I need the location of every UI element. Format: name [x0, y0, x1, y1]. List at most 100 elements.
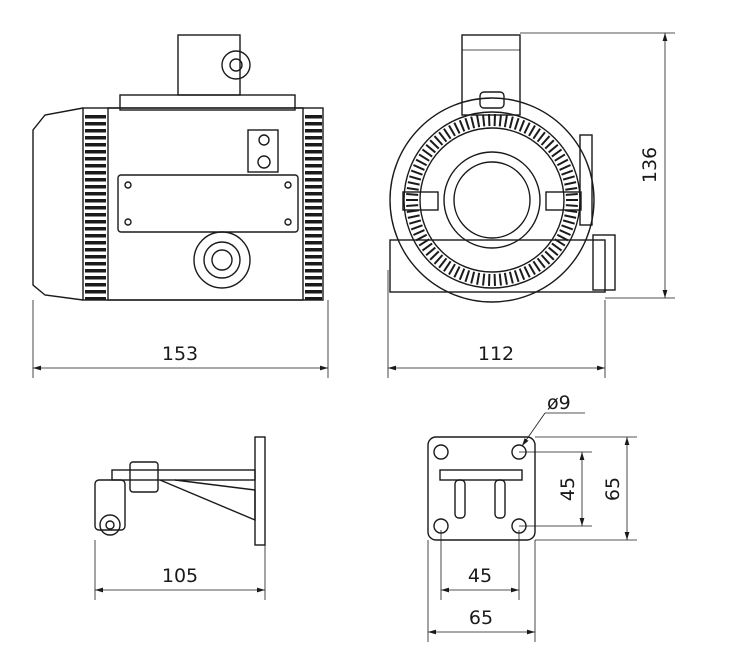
ring-tick — [528, 125, 536, 137]
ring-tick — [448, 263, 456, 275]
ring-tick — [458, 268, 466, 281]
cooling-fin — [85, 192, 106, 196]
ring-tick — [406, 204, 419, 207]
ring-tick — [407, 214, 420, 219]
cooling-fin — [85, 136, 106, 140]
ring-tick — [565, 187, 578, 191]
cooling-fin — [305, 192, 322, 196]
cooling-fin — [305, 297, 322, 301]
cooling-fin — [85, 171, 106, 175]
ring-tick — [413, 229, 425, 236]
ring-tick — [503, 115, 508, 128]
ring-tick — [421, 242, 433, 252]
dim-hole-spacing-h: 45 — [468, 565, 492, 587]
cooling-fin — [305, 234, 322, 238]
ring-tick — [476, 272, 481, 285]
ring-tick — [551, 148, 563, 158]
cooling-fin — [85, 178, 106, 182]
ring-tick — [470, 271, 476, 284]
ring-tick — [407, 181, 420, 186]
ring-tick — [540, 254, 551, 265]
cooling-fin — [85, 199, 106, 203]
ring-tick — [413, 164, 425, 171]
ring-tick — [562, 175, 575, 181]
ring-tick — [548, 246, 559, 257]
cooling-fin — [85, 234, 106, 238]
cooling-fin — [305, 122, 322, 126]
cooling-fin — [305, 248, 322, 252]
dim-plate-height: 65 — [602, 477, 624, 501]
ring-tick — [528, 263, 536, 275]
front-view — [32, 34, 324, 301]
dim-front-width: 153 — [162, 343, 198, 365]
ring-tick — [548, 143, 559, 154]
ring-tick — [523, 122, 531, 134]
cooling-fin — [305, 164, 322, 168]
dim-bracket-length: 105 — [162, 565, 198, 587]
mounting-plate-view — [427, 436, 536, 541]
ring-tick — [458, 119, 466, 132]
ring-tick — [453, 266, 461, 278]
ring-tick — [438, 131, 448, 143]
cooling-fin — [85, 220, 106, 224]
cooling-fin — [305, 136, 322, 140]
ring-tick — [556, 158, 569, 167]
dim-hole-spacing-v: 45 — [557, 477, 579, 501]
ring-tick — [418, 153, 430, 162]
cooling-fin — [85, 255, 106, 259]
ring-tick — [503, 272, 508, 285]
ring-tick — [559, 164, 571, 171]
cooling-fin — [305, 283, 322, 287]
ring-tick — [523, 266, 531, 278]
cooling-fin — [85, 227, 106, 231]
ring-tick — [532, 128, 541, 140]
cooling-fin — [305, 262, 322, 266]
cooling-fin — [305, 241, 322, 245]
ring-tick — [415, 158, 428, 167]
cooling-fin — [85, 143, 106, 147]
cooling-fin — [305, 129, 322, 133]
ring-tick — [556, 233, 569, 242]
cooling-fin — [85, 185, 106, 189]
dim-hole-diameter: ø9 — [547, 392, 571, 414]
cooling-fin — [85, 262, 106, 266]
dim-height: 136 — [639, 147, 661, 183]
cooling-fin — [305, 199, 322, 203]
ring-tick — [438, 257, 448, 269]
cooling-fin — [305, 276, 322, 280]
ring-tick — [406, 193, 419, 196]
ring-tick — [409, 219, 422, 225]
cooling-fin — [305, 227, 322, 231]
bracket-side-view — [94, 436, 266, 546]
ring-tick — [482, 273, 486, 286]
ring-tick — [544, 139, 555, 150]
cooling-fin — [85, 206, 106, 210]
cooling-fin — [305, 143, 322, 147]
ring-tick — [498, 273, 502, 286]
ring-tick — [554, 153, 566, 162]
cooling-fin — [85, 276, 106, 280]
ring-tick — [429, 139, 440, 150]
ring-tick — [554, 238, 566, 247]
cooling-fin — [85, 283, 106, 287]
ring-tick — [418, 238, 430, 247]
dim-plate-width: 65 — [469, 607, 493, 629]
ring-tick — [425, 246, 436, 257]
ring-tick — [564, 181, 577, 186]
ring-tick — [561, 169, 574, 176]
dimension-lines — [32, 32, 675, 642]
ring-tick — [410, 224, 423, 231]
ring-tick — [532, 260, 541, 272]
ring-tick — [470, 116, 476, 129]
ring-tick — [498, 114, 502, 127]
cooling-fin — [305, 213, 322, 217]
dim-side-width: 112 — [478, 343, 514, 365]
ring-tick — [561, 224, 574, 231]
cooling-fin — [305, 115, 322, 119]
ring-tick — [425, 143, 436, 154]
cooling-fin — [305, 171, 322, 175]
cooling-fin — [85, 248, 106, 252]
ring-tick — [564, 214, 577, 219]
ring-tick — [518, 119, 526, 132]
